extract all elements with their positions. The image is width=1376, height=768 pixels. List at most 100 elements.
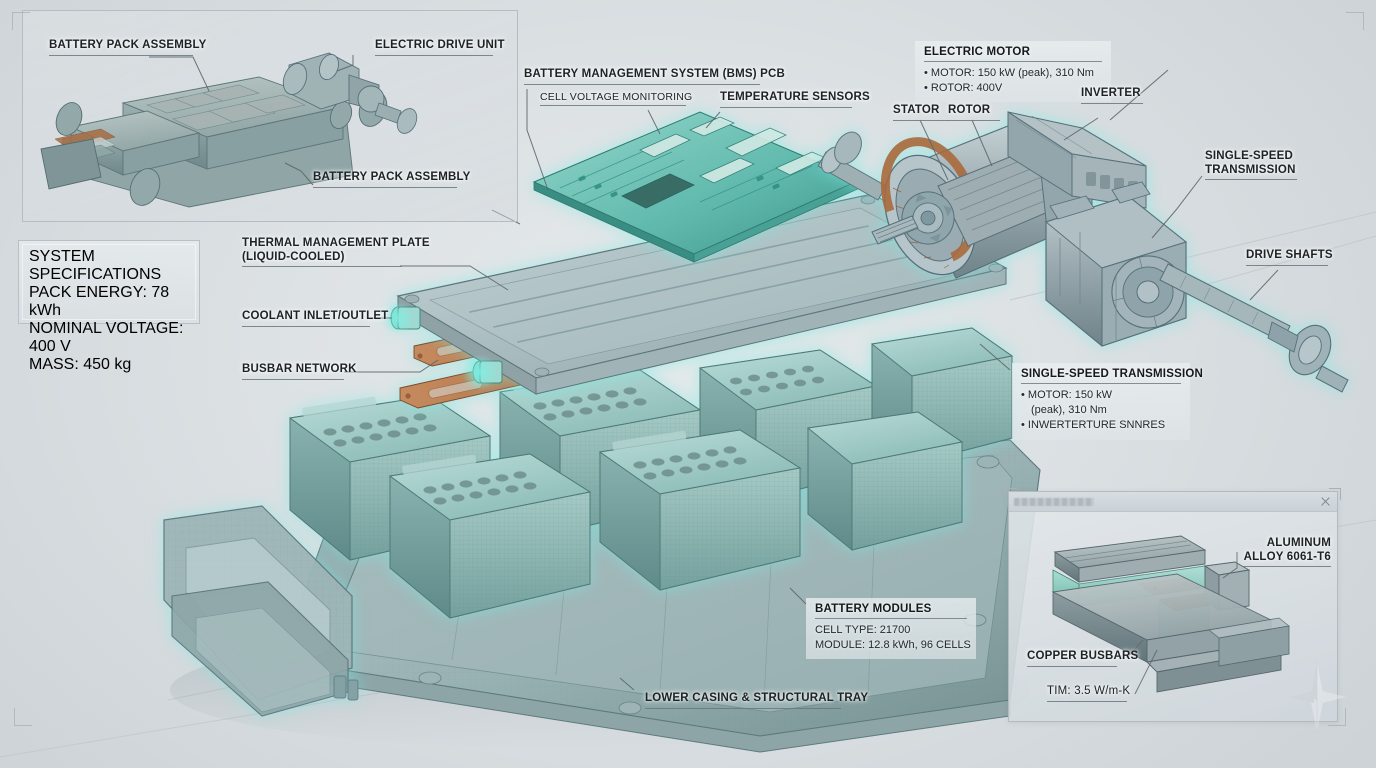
vehicle-overview-artwork [40,52,418,208]
callout-rule [1246,264,1328,266]
callout-rule [720,106,852,108]
single-speed-transmission-panel: SINGLE-SPEED TRANSMISSION • MOTOR: 150 k… [1012,363,1203,440]
tray-end-cap [163,505,359,717]
callout-temperature-sensors: TEMPERATURE SENSORS [720,91,870,108]
bms-main-ic [621,173,695,209]
battery-modules [288,327,1014,619]
battery-modules-module: MODULE: 12.8 kWh, 96 CELLS [815,639,971,652]
battery-modules-panel: BATTERY MODULES CELL TYPE: 21700 MODULE:… [806,598,976,660]
detail-window-title-placeholder [1014,497,1094,506]
rotor [871,147,1063,247]
callout-text: DRIVE SHAFTS [1246,249,1333,261]
callout-drive-shafts: DRIVE SHAFTS [1246,249,1333,266]
callout-rule [524,83,760,85]
callout-rule [242,266,402,268]
overview-edu [282,52,418,134]
callout-aluminum-alloy: ALUMINUM ALLOY 6061-T6 [1243,537,1331,568]
callout-text: COPPER BUSBARS [1027,650,1139,662]
registration-mark-top-left [12,12,30,30]
callout-cell-voltage-monitoring: CELL VOLTAGE MONITORING [540,91,693,107]
thermal-management-plate [382,193,1008,395]
callout-text: TIM: 3.5 W/m-K [1047,685,1131,697]
callout-text: ELECTRIC DRIVE UNIT [375,39,505,51]
callout-rule [242,325,370,327]
callout-rule [1081,102,1143,104]
transmission-bullet-2-text: INWERTERTURE SNNRES [1027,419,1166,432]
callout-text: COOLANT INLET/OUTLET [242,310,389,322]
motor-bullet-2-text: ROTOR: 400V [930,82,1003,95]
callout-rule [645,707,841,709]
motor-bullet-1-text: MOTOR: 150 kW (peak), 310 Nm [930,67,1094,79]
callout-copper-busbars: COPPER BUSBARS [1027,650,1139,667]
window-corner-tr [1329,488,1341,500]
callout-thermal-management-plate: THERMAL MANAGEMENT PLATE (LIQUID-COOLED) [242,237,430,268]
callout-rule [540,105,686,107]
callout-coolant-inlet-outlet: COOLANT INLET/OUTLET [242,310,389,327]
callout-battery-pack-assembly-top: BATTERY PACK ASSEMBLY [49,39,206,56]
coolant-ports [382,302,503,390]
spec-line-mass: MASS: 450 kg [29,356,132,373]
callout-text-line1: THERMAL MANAGEMENT PLATE [242,237,430,249]
callout-rule [1205,179,1297,181]
divider [815,618,967,619]
system-specifications-title: SYSTEM SPECIFICATIONS [29,248,162,283]
cross-section-artwork [1051,535,1290,695]
motor-left-shaft [817,131,887,201]
transmission-bullet-1-cont: (peak), 310 Nm [1031,404,1107,417]
callout-text-line1: SINGLE-SPEED [1205,150,1294,162]
callout-text: BATTERY PACK ASSEMBLY [313,171,471,183]
motor-bullet-2: • ROTOR: 400V [924,82,1003,95]
callout-rule [1027,665,1117,667]
registration-mark-bottom-left [14,708,32,726]
battery-modules-title: BATTERY MODULES [815,603,932,615]
single-speed-transmission [1044,181,1188,347]
registration-mark-top-right [1346,12,1364,30]
electric-motor-title: ELECTRIC MOTOR [924,46,1031,58]
spec-line-nominal-voltage: NOMINAL VOLTAGE: 400 V [29,320,184,355]
callout-text-line2: ALLOY 6061-T6 [1243,550,1331,563]
divider [1021,383,1181,384]
callout-text: BATTERY MANAGEMENT SYSTEM (BMS) PCB [524,68,786,80]
callout-single-speed-transmission: SINGLE-SPEED TRANSMISSION [1205,150,1297,181]
detail-window-titlebar[interactable] [1009,492,1337,512]
callout-text-line2: (LIQUID-COOLED) [242,250,345,263]
cross-section-detail-window[interactable]: ALUMINUM ALLOY 6061-T6 COPPER BUSBARS TI… [1005,488,1341,722]
system-specifications-panel: SYSTEM SPECIFICATIONS PACK ENERGY: 78 kW… [18,240,200,373]
callout-text: STATOR [893,104,940,116]
callout-text: CELL VOLTAGE MONITORING [540,91,693,103]
callout-electric-drive-unit: ELECTRIC DRIVE UNIT [375,39,505,56]
divider [924,61,1102,62]
callout-rotor: ROTOR [948,104,1000,121]
drive-shafts [1159,263,1349,393]
callout-text: BUSBAR NETWORK [242,363,357,375]
callout-lower-casing: LOWER CASING & STRUCTURAL TRAY [645,692,868,709]
callout-battery-pack-assembly-bottom: BATTERY PACK ASSEMBLY [313,171,471,188]
callout-rule [49,54,193,56]
callout-bms-pcb: BATTERY MANAGEMENT SYSTEM (BMS) PCB [524,68,786,85]
callout-rule [1047,700,1127,702]
spec-line-pack-energy: PACK ENERGY: 78 kWh [29,284,170,319]
callout-stator: STATOR [893,104,949,121]
callout-text-line1: ALUMINUM [1266,537,1331,549]
callout-rule [375,54,493,56]
compass-watermark-icon [1288,660,1346,734]
callout-busbar-network: BUSBAR NETWORK [242,363,357,380]
callout-rule [893,119,949,121]
motor-bullet-1: • MOTOR: 150 kW (peak), 310 Nm [924,67,1094,79]
vehicle-overview-panel: BATTERY PACK ASSEMBLY ELECTRIC DRIVE UNI… [22,10,518,222]
transmission-bullet-1: • MOTOR: 150 kW [1021,389,1113,401]
window-corner-tl [1005,488,1017,500]
transmission-bullet-2: • INWERTERTURE SNNRES [1021,419,1166,432]
callout-inverter: INVERTER [1081,87,1143,104]
callout-rule [242,378,344,380]
callout-rule [313,186,457,188]
cell-voltage-connector [639,133,691,158]
electric-motor-panel: ELECTRIC MOTOR • MOTOR: 150 kW (peak), 3… [915,41,1111,103]
transmission-bullet-1-text: MOTOR: 150 kW [1027,389,1113,401]
callout-text: TEMPERATURE SENSORS [720,91,870,103]
transmission-title: SINGLE-SPEED TRANSMISSION [1021,368,1203,380]
callout-text-line2: TRANSMISSION [1205,163,1296,176]
callout-rule [948,119,1000,121]
registration-mark-bottom-right [1328,708,1346,726]
